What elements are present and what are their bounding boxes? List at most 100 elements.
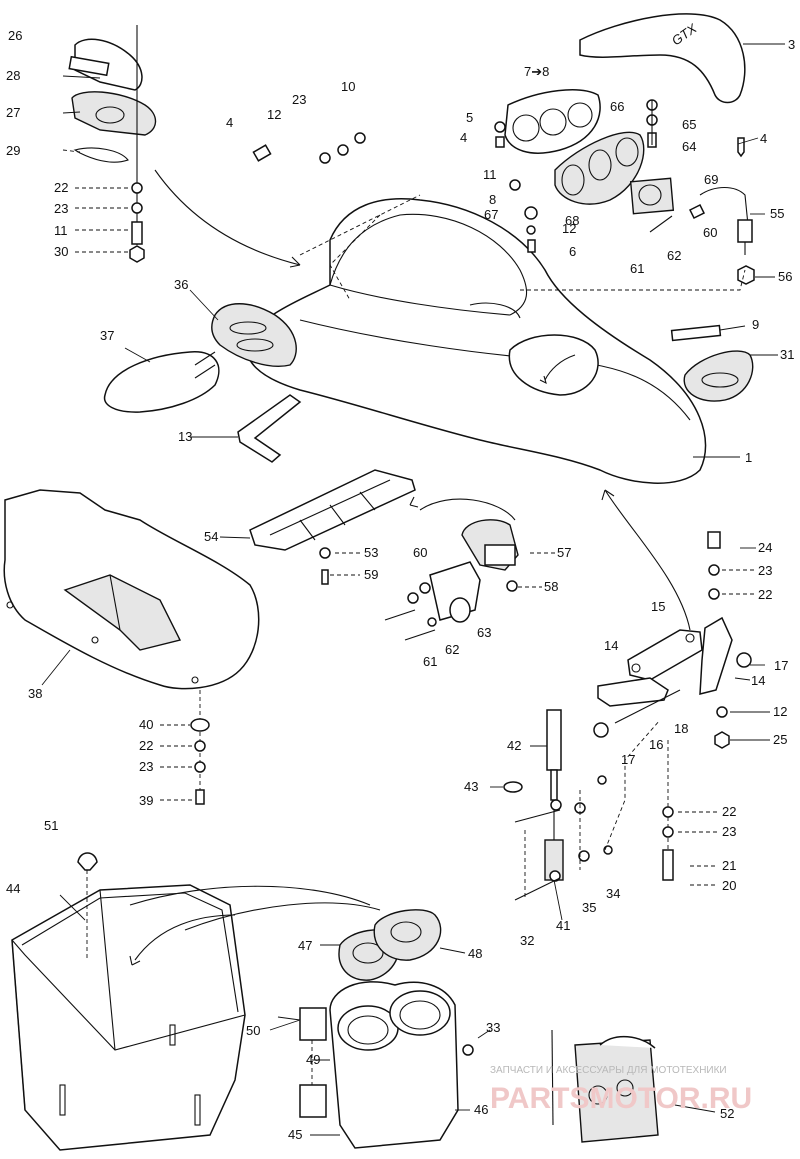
side-panel-part-31 xyxy=(683,350,754,402)
plate-part-54 xyxy=(249,469,416,551)
pump-assembly-60-63 xyxy=(319,547,518,641)
label-22: 22 xyxy=(758,587,772,602)
label-1: 1 xyxy=(745,450,752,465)
label-4: 4 xyxy=(460,130,467,145)
label-62: 62 xyxy=(667,248,681,263)
label-14: 14 xyxy=(751,673,765,688)
label-36: 36 xyxy=(174,277,188,292)
tool-kit-part-52 xyxy=(551,1029,659,1143)
bracket-part-57 xyxy=(461,519,519,571)
label-50: 50 xyxy=(246,1023,260,1038)
label-54: 54 xyxy=(204,529,218,544)
label-44: 44 xyxy=(6,881,20,896)
label-51: 51 xyxy=(44,818,58,833)
label-69: 69 xyxy=(704,172,718,187)
label-18: 18 xyxy=(674,721,688,736)
label-27: 27 xyxy=(6,105,20,120)
label-32: 32 xyxy=(520,933,534,948)
label-23: 23 xyxy=(139,759,153,774)
label-56: 56 xyxy=(778,269,792,284)
label-26: 26 xyxy=(8,28,22,43)
label-61: 61 xyxy=(423,654,437,669)
bracket-part-15 xyxy=(627,629,703,681)
label-23: 23 xyxy=(54,201,68,216)
label-46: 46 xyxy=(474,1102,488,1117)
leader-lines xyxy=(41,43,785,1136)
label-8: 8 xyxy=(489,192,496,207)
nut-part-56 xyxy=(737,265,755,285)
label-49: 49 xyxy=(306,1052,320,1067)
hardware-14-25 xyxy=(593,531,752,749)
fastener-stack-38 xyxy=(190,690,210,805)
label-12: 12 xyxy=(562,221,576,236)
label-4: 4 xyxy=(760,131,767,146)
sensor-part-55 xyxy=(699,186,753,255)
label-48: 48 xyxy=(468,946,482,961)
hinge-bracket-part-26 xyxy=(68,38,143,91)
fastener-cluster-upper xyxy=(494,99,745,253)
label-52: 52 xyxy=(720,1106,734,1121)
gauge-cover-part-68 xyxy=(554,131,645,205)
label-67: 67 xyxy=(484,207,498,222)
label-28: 28 xyxy=(6,68,20,83)
fastener-stack-20-22 xyxy=(662,740,674,881)
label-14: 14 xyxy=(604,638,618,653)
bracket-part-14 xyxy=(597,616,733,707)
label-22: 22 xyxy=(54,180,68,195)
label-23: 23 xyxy=(758,563,772,578)
label-41: 41 xyxy=(556,918,570,933)
label-10: 10 xyxy=(341,79,355,94)
cover-part-37 xyxy=(103,351,220,413)
label-58: 58 xyxy=(544,579,558,594)
label-9: 9 xyxy=(752,317,759,332)
liner-part-38 xyxy=(3,489,260,690)
cup-seal-part-48 xyxy=(373,909,442,961)
visor-part-3: GTX xyxy=(579,13,746,104)
label-33: 33 xyxy=(486,1020,500,1035)
part-labels: 1 3 4 4 4 5 6 7➔8 8 9 10 11 11 12 12 12 … xyxy=(6,28,795,1142)
label-23: 23 xyxy=(292,92,306,107)
fastener-stack-left xyxy=(129,25,145,263)
label-65: 65 xyxy=(682,117,696,132)
label-47: 47 xyxy=(298,938,312,953)
strut-hardware xyxy=(503,775,613,901)
label-7-8: 7➔8 xyxy=(524,64,549,79)
label-21: 21 xyxy=(722,858,736,873)
plug-part-51 xyxy=(77,852,98,960)
label-64: 64 xyxy=(682,139,696,154)
label-4: 4 xyxy=(226,115,233,130)
label-60: 60 xyxy=(703,225,717,240)
label-35: 35 xyxy=(582,900,596,915)
label-57: 57 xyxy=(557,545,571,560)
label-17: 17 xyxy=(621,752,635,767)
handle-part-36 xyxy=(211,303,297,367)
label-53: 53 xyxy=(364,545,378,560)
label-61: 61 xyxy=(630,261,644,276)
label-40: 40 xyxy=(139,717,153,732)
label-13: 13 xyxy=(178,429,192,444)
label-37: 37 xyxy=(100,328,114,343)
trim-strip-part-9 xyxy=(670,324,722,342)
label-66: 66 xyxy=(610,99,624,114)
label-12: 12 xyxy=(773,704,787,719)
gauge-bezel-part-7 xyxy=(504,89,601,154)
label-43: 43 xyxy=(464,779,478,794)
label-3: 3 xyxy=(788,37,795,52)
clips-part-49-45 xyxy=(277,1007,474,1118)
label-5: 5 xyxy=(466,110,473,125)
label-12: 12 xyxy=(267,107,281,122)
strut-part-41 xyxy=(544,800,564,881)
label-38: 38 xyxy=(28,686,42,701)
bracket-part-13 xyxy=(237,394,302,463)
strut-part-42 xyxy=(546,709,562,801)
label-16: 16 xyxy=(649,737,663,752)
hinge-part-27 xyxy=(71,91,157,136)
spring-part-29 xyxy=(73,147,129,163)
gauge-module-part-69 xyxy=(629,177,675,215)
label-15: 15 xyxy=(651,599,665,614)
label-39: 39 xyxy=(139,793,153,808)
label-22: 22 xyxy=(139,738,153,753)
label-60: 60 xyxy=(413,545,427,560)
label-59: 59 xyxy=(364,567,378,582)
